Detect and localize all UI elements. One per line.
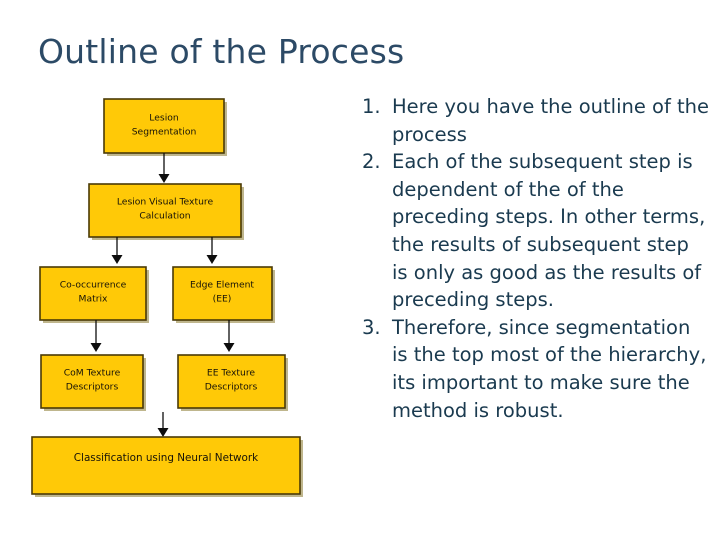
flow-box-label-line2: Segmentation	[132, 127, 197, 138]
flow-box-label-line1: Lesion Visual Texture	[117, 197, 214, 208]
connector-descriptors-to-classification	[157, 412, 169, 437]
list-item-number: 2.	[362, 150, 381, 174]
flow-box-label-line2: Descriptors	[66, 382, 119, 393]
flow-box-label-line2: Descriptors	[205, 382, 258, 393]
bullet-list: 1. Here you have the outline of the proc…	[358, 93, 710, 424]
flow-box-co-occurrence-matrix: Co-occurrence Matrix	[39, 266, 149, 323]
flow-box-label-line2: Matrix	[79, 294, 108, 305]
list-item-text: Each of the subsequent step is dependent…	[392, 150, 706, 312]
connector-cooccurrence-to-com-descriptors	[90, 320, 102, 352]
connector-segmentation-to-texture	[158, 153, 170, 183]
page-title: Outline of the Process	[38, 32, 405, 71]
flow-box-ee-texture-descriptors: EE Texture Descriptors	[177, 354, 288, 411]
connector-texture-to-edge-element	[206, 237, 218, 264]
list-item: 1. Here you have the outline of the proc…	[358, 93, 710, 148]
process-flowchart-diagram: Lesion Segmentation Lesion Visual Textur…	[0, 90, 340, 502]
list-item-number: 3.	[362, 315, 381, 339]
flow-box-edge-element: Edge Element (EE)	[172, 266, 275, 323]
flow-box-com-texture-descriptors: CoM Texture Descriptors	[40, 354, 146, 411]
connector-edge-element-to-ee-descriptors	[223, 320, 235, 352]
list-item-text: Here you have the outline of the process	[392, 95, 710, 146]
flow-box-label-line1: CoM Texture	[64, 368, 121, 379]
flow-box-label-line1: Co-occurrence	[60, 280, 127, 291]
list-item: 2. Each of the subsequent step is depend…	[358, 148, 710, 314]
flow-box-lesion-segmentation: Lesion Segmentation	[103, 98, 227, 156]
flow-box-label-line2: (EE)	[213, 294, 232, 305]
flow-box-label-line1: Lesion	[149, 113, 179, 124]
flow-box-label-line1: Classification using Neural Network	[74, 452, 258, 464]
flow-box-label-line2: Calculation	[139, 211, 190, 222]
flow-box-lesion-visual-texture-calculation: Lesion Visual Texture Calculation	[88, 183, 244, 240]
list-item-text: Therefore, since segmentation is the top…	[392, 315, 707, 422]
flow-box-label-line1: Edge Element	[190, 280, 254, 291]
list-item: 3. Therefore, since segmentation is the …	[358, 314, 710, 424]
list-item-number: 1.	[362, 95, 381, 118]
connector-texture-to-cooccurrence	[111, 237, 123, 264]
flow-box-label-line1: EE Texture	[207, 368, 256, 379]
flow-box-classification-neural-network: Classification using Neural Network	[31, 436, 303, 497]
